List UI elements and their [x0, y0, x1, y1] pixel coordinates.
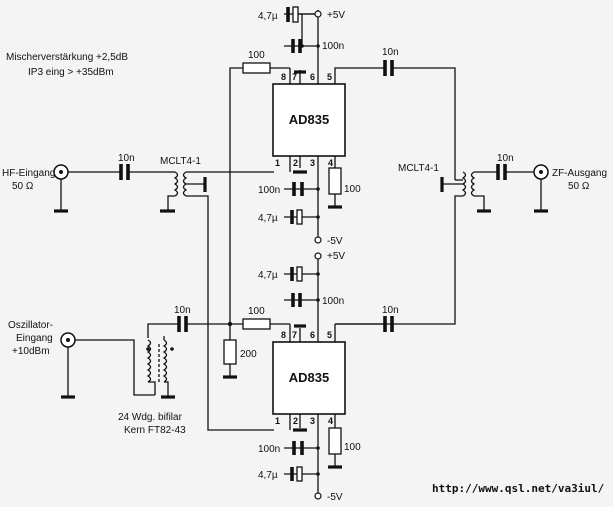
rf-input-cap-10n-label: 10n [118, 153, 135, 164]
pin-bottom-6: 6 [310, 330, 315, 340]
rf-input-impedance: 50 Ω [12, 181, 34, 192]
right-transformer [335, 171, 497, 325]
osc-input-name-2: Eingang [16, 333, 53, 344]
pin-bottom-5: 5 [327, 330, 332, 340]
ic-bottom-label: AD835 [289, 370, 329, 385]
top-out-cap-10n-label: 10n [382, 47, 399, 58]
source-url: http://www.qsl.net/va3iul/ [432, 482, 605, 495]
pin-top-5: 5 [327, 72, 332, 82]
if-output-name: ZF-Ausgang [552, 168, 607, 179]
top-pos-supply-label: +5V [327, 10, 345, 21]
top-cap-4u7-lower-label: 4,7µ [258, 213, 278, 224]
top-res-100-gnd-label: 100 [344, 184, 361, 195]
ic-bottom-body [272, 341, 346, 415]
pin-top-3: 3 [310, 158, 315, 168]
pin-top-2: 2 [293, 158, 298, 168]
bottom-cap-4u7-lower-label: 4,7µ [258, 470, 278, 481]
bottom-res-100-label: 100 [248, 306, 265, 317]
pin-top-6: 6 [310, 72, 315, 82]
bottom-cap-4u7-upper-label: 4,7µ [258, 270, 278, 281]
bottom-pos-supply-label: +5V [327, 251, 345, 262]
top-cap-4u7-upper-label: 4,7µ [258, 11, 278, 22]
bifilar-balun [146, 336, 175, 399]
right-transformer-label: MCLT4-1 [398, 163, 439, 174]
res-200 [223, 339, 237, 365]
osc-input-level: +10dBm [12, 346, 50, 357]
balun-note-core: Kern FT82-43 [124, 425, 186, 436]
ic-top-body [272, 83, 346, 157]
top-res-100 [242, 62, 271, 74]
res-200-label: 200 [240, 349, 257, 360]
bottom-out-cap-10n-label: 10n [382, 305, 399, 316]
osc-cap-10n-label: 10n [174, 305, 191, 316]
pin-top-8: 8 [281, 72, 286, 82]
bottom-res-100 [242, 318, 271, 330]
pin-bottom-7: 7 [292, 330, 297, 340]
pin-bottom-3: 3 [310, 416, 315, 426]
top-cap-100n-lower-label: 100n [258, 185, 280, 196]
top-neg-supply-terminal [314, 236, 322, 244]
top-pos-supply-terminal [314, 10, 322, 18]
ip3-note: IP3 eing > +35dBm [28, 67, 114, 78]
bottom-cap-100n-lower-label: 100n [258, 444, 280, 455]
top-res-100-gnd [328, 167, 342, 195]
if-output-cap-10n-label: 10n [497, 153, 514, 164]
left-transformer-label: MCLT4-1 [160, 156, 201, 167]
bottom-res-100-gnd-label: 100 [344, 442, 361, 453]
if-output-impedance: 50 Ω [568, 181, 590, 192]
pin-top-4: 4 [328, 158, 333, 168]
gain-note: Mischerverstärkung +2,5dB [6, 52, 128, 63]
balun-note-windings: 24 Wdg. bifilar [118, 412, 183, 423]
top-res-100-label: 100 [248, 50, 265, 61]
top-neg-supply-label: -5V [327, 236, 343, 247]
bottom-res-100-gnd [328, 427, 342, 455]
pin-bottom-4: 4 [328, 416, 333, 426]
bottom-cap-100n-upper-label: 100n [322, 296, 344, 307]
pin-top-7: 7 [292, 72, 297, 82]
pin-top-1: 1 [275, 158, 280, 168]
pin-bottom-1: 1 [275, 416, 280, 426]
pin-bottom-8: 8 [281, 330, 286, 340]
bottom-neg-supply-label: -5V [327, 492, 343, 503]
top-cap-100n-upper-label: 100n [322, 41, 344, 52]
osc-input-name-1: Oszillator- [8, 320, 53, 331]
bottom-pos-supply-terminal [314, 252, 322, 260]
ic-top-label: AD835 [289, 112, 329, 127]
rf-input-name: HF-Eingang [2, 168, 55, 179]
pin-bottom-2: 2 [293, 416, 298, 426]
bottom-neg-supply-terminal [314, 492, 322, 500]
left-transformer [160, 171, 274, 431]
